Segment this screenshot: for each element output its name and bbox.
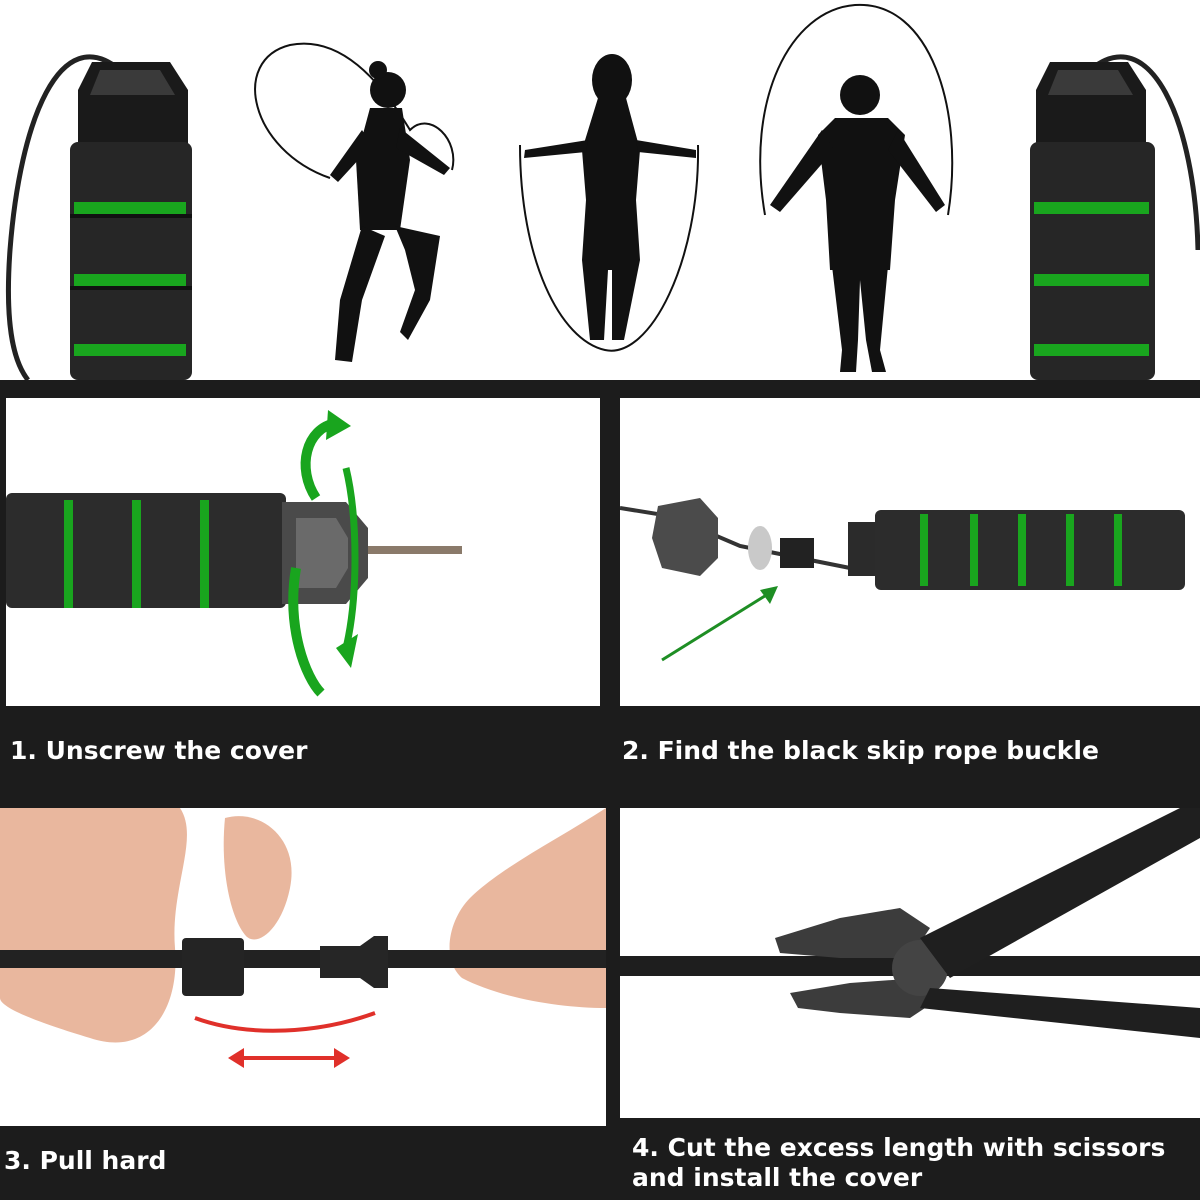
left-cable [5, 54, 122, 380]
step-1-illustration [6, 410, 462, 697]
rope-stub [368, 546, 462, 554]
plier-jaw-top [775, 908, 930, 958]
step-4-caption: 4. Cut the excess length with scissors a… [632, 1133, 1166, 1192]
plier-handle-bottom [920, 988, 1200, 1038]
handle-thread [848, 522, 878, 576]
handle-body [6, 493, 286, 608]
hero-banner [0, 0, 1200, 380]
pointer-arrow-icon [661, 592, 769, 662]
step-3-panel [0, 808, 606, 1126]
rope-buckle [780, 538, 814, 568]
right-hand [449, 808, 606, 1008]
jumper-silhouette-2 [519, 54, 700, 352]
step-3-caption: 3. Pull hard [4, 1146, 167, 1175]
left-handle [70, 62, 192, 380]
cover-cap [652, 498, 718, 576]
plier-handle-top [920, 808, 1200, 978]
cable [0, 950, 606, 968]
right-cable [1088, 54, 1200, 251]
step-2-panel [620, 398, 1200, 706]
motion-curve [194, 1011, 376, 1033]
jumper-silhouette-3 [759, 3, 954, 372]
step-1-caption: 1. Unscrew the cover [10, 736, 308, 765]
step-4-illustration [620, 808, 1200, 1038]
left-hand [0, 808, 187, 1043]
middle-finger [223, 816, 292, 940]
jumper-silhouette-1 [254, 42, 455, 362]
handle-body [875, 510, 1185, 590]
rope-buckle [182, 938, 244, 996]
cable [620, 506, 851, 570]
step-4-panel [620, 808, 1200, 1118]
step-2-caption: 2. Find the black skip rope buckle [622, 736, 1099, 765]
step-1-panel [6, 398, 600, 706]
rope-stopper [320, 936, 388, 988]
step-2-illustration [620, 498, 1185, 662]
bearing [748, 526, 772, 570]
right-handle [1030, 62, 1155, 380]
step-3-illustration [0, 808, 606, 1068]
hero-illustration [5, 3, 1200, 380]
